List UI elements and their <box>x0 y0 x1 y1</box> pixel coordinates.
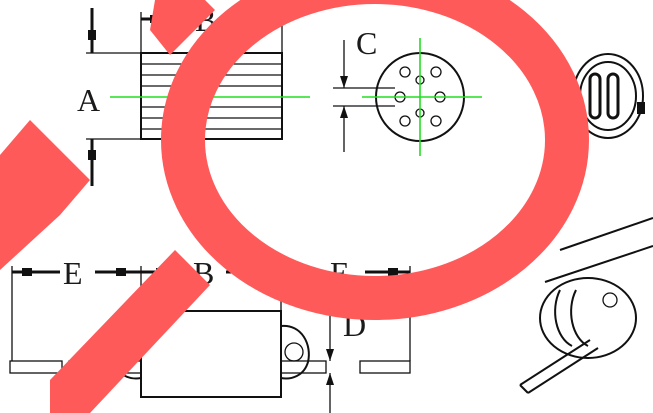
prohibition-slash-lower <box>50 250 210 413</box>
label-a: A <box>77 82 100 118</box>
dimension-d: D <box>326 307 366 413</box>
prohibition-overlay <box>0 0 589 413</box>
connector-sketch-bottom <box>519 217 653 394</box>
prohibition-slash-left <box>0 120 90 270</box>
prohibition-slash-upper <box>150 0 215 55</box>
end-view <box>362 38 482 156</box>
dimension-a: A <box>77 8 141 186</box>
prohibition-ring <box>161 0 589 320</box>
label-c: C <box>356 25 377 61</box>
label-e-left: E <box>63 255 83 291</box>
dimension-c: C <box>333 25 395 152</box>
